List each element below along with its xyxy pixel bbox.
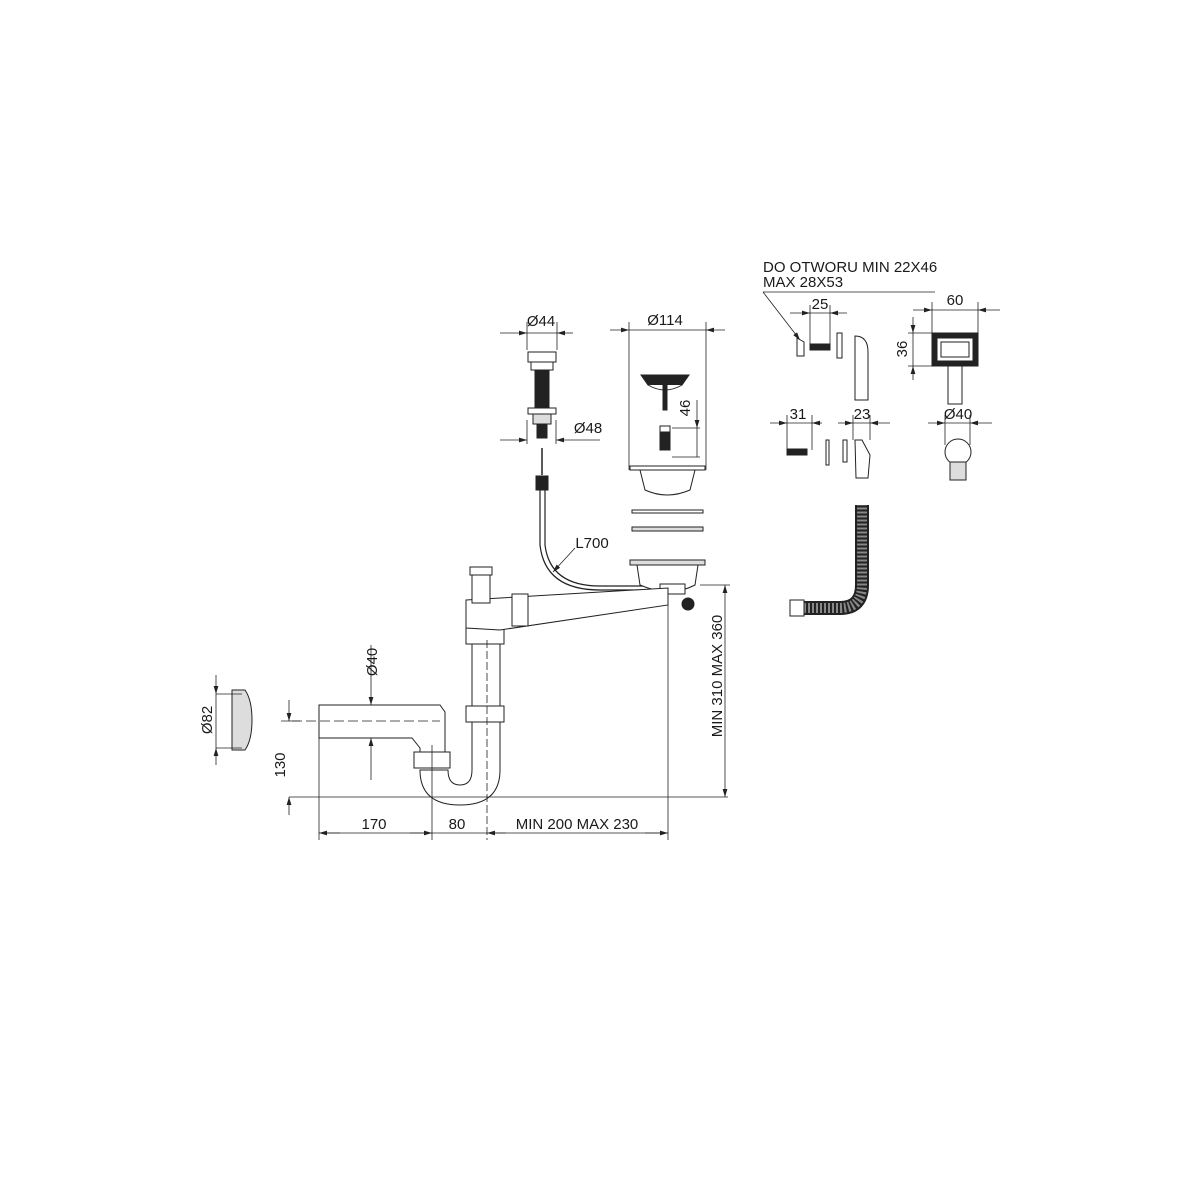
- label-d114: Ø114: [647, 312, 683, 329]
- label-l700: L700: [575, 535, 608, 552]
- overflow-parts: [762, 291, 1000, 617]
- siphon-assembly: [213, 547, 730, 840]
- label-note-line2: MAX 28X53: [763, 274, 843, 291]
- label-h130: 130: [272, 752, 289, 777]
- label-d48: Ø48: [574, 420, 602, 437]
- label-h46: 46: [677, 400, 694, 417]
- label-w25: 25: [812, 296, 829, 313]
- label-w23: 23: [854, 406, 871, 423]
- label-note-line1: DO OTWORU MIN 22X46: [763, 259, 937, 276]
- label-d82: Ø82: [199, 706, 216, 734]
- basket-strainer-part: [610, 322, 725, 611]
- popup-waste-part: [500, 322, 655, 591]
- label-w80: 80: [449, 816, 466, 833]
- label-d40-left: Ø40: [364, 648, 381, 676]
- label-d40-right: Ø40: [944, 406, 972, 423]
- dimension-labels: Ø44 Ø114 Ø48 46 DO OTWORU MIN 22X46 MAX …: [199, 259, 972, 833]
- label-w60: 60: [947, 292, 964, 309]
- label-w31: 31: [790, 406, 807, 423]
- label-w170: 170: [361, 816, 386, 833]
- label-w200-230: MIN 200 MAX 230: [516, 816, 639, 833]
- label-d44: Ø44: [527, 313, 555, 330]
- label-h310-360: MIN 310 MAX 360: [709, 615, 726, 738]
- label-h36: 36: [894, 341, 911, 358]
